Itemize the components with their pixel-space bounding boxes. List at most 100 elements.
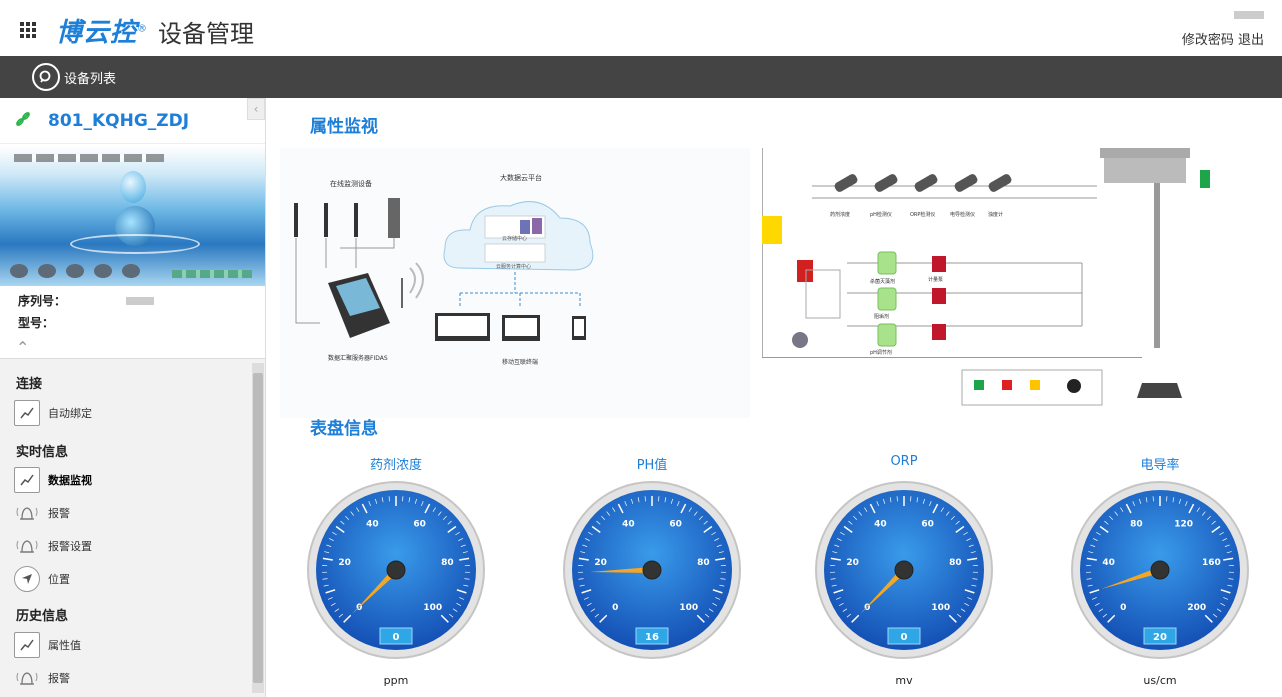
gauge-tick-label: 100 [423,603,442,613]
gauge-tick [832,551,838,554]
gauge-tick [596,520,601,525]
gauge-tick [601,515,606,520]
gauge-tick [414,498,417,504]
gauge-tick [606,511,610,516]
gauge-tick [1172,497,1175,503]
change-password-link[interactable]: 修改密码 [1181,33,1234,48]
collapse-sidebar-button[interactable]: ‹ [247,98,265,120]
gauge-tick [1219,532,1224,536]
mobile-terminals [435,313,586,341]
gauge-tick [442,515,447,520]
gauge-tick [375,498,378,504]
gauge-tick [694,511,698,516]
model-label: 型号： [18,316,55,330]
gauge-tick [838,602,844,606]
arch-online-label: 在线监测设备 [330,179,372,188]
gauge-tick [940,507,944,512]
gauge-tick [582,544,588,547]
gauge-tick [1099,525,1109,533]
menu-item-history-alarm[interactable]: 报警 [14,664,70,692]
menu-item-data-monitor[interactable]: 数据监视 [14,466,92,494]
gauge-tick [1092,538,1098,541]
trend-icon [14,400,40,426]
logout-link[interactable]: 退出 [1237,33,1264,48]
gauge-tick [332,532,337,536]
gauge-tick [932,503,939,514]
gauge-tick [345,515,350,520]
gauge-tick [1212,613,1218,618]
gauge-tick [846,613,852,618]
gauge-tick [972,578,978,580]
gauge-tick [1094,602,1100,606]
gauge-tick [408,497,411,503]
link-icon [14,110,32,133]
gauge-tick [350,511,354,516]
gauge-title: 药剂浓度 [369,458,422,473]
gauge-tick-label: 160 [1202,558,1221,568]
user-avatar [1234,11,1264,19]
menu-section-realtime: 实时信息 [16,445,69,460]
process-diagram: 药剂浓度 pH检测仪 ORP检测仪 电导检测仪 浊度计 杀菌灭藻剂 阻垢剂 pH… [752,148,1282,408]
gauge-tick [328,538,334,541]
gauge-tick [586,602,592,606]
gauge-tick [1120,507,1124,512]
gauge-tick [456,589,467,594]
gauge-unit: ppm [383,674,409,687]
gauge-tick [719,584,725,587]
gauge-tick-label: 80 [949,558,962,568]
gauge-tick [456,602,462,606]
gauge-tick [712,602,718,606]
location-icon [14,566,40,592]
gauge-tick [946,511,950,516]
gauge-tick [330,602,336,606]
menu-scrollbar[interactable] [252,363,264,693]
device-header: 801_KQHG_ZDJ ‹ [0,98,265,144]
gauge-tick [916,497,919,503]
gauge-tick [971,584,977,587]
menu-item-property-values[interactable]: 属性值 [14,631,81,659]
gauge-tick [851,614,860,623]
gauge-tick [463,584,469,587]
gauge-tick [1188,503,1195,514]
gauge-tick [326,544,332,547]
gauge-needle [1101,567,1161,590]
menu-item-location[interactable]: 位置 [14,565,70,593]
apps-grid-icon[interactable] [20,22,36,38]
tower [1100,148,1190,398]
antenna-icon [401,262,424,308]
gauge-tick [883,498,886,504]
gauge-tick-label: 100 [679,603,698,613]
menu-item-auto-bind[interactable]: 自动绑定 [14,399,92,427]
gauge-tick [340,520,345,525]
gauge-tick [579,584,585,587]
main-content: 属性监视 在线监测设备 数据汇聚服务器FIDAS 大数据云平台 [272,98,1282,697]
gauge-tick [1185,501,1188,506]
menu-item-alarm[interactable]: 报警 [14,499,70,527]
gauge-tick [1211,525,1221,533]
arch-server-label: 数据汇聚服务器FIDAS [328,354,388,362]
gauge-tick [1220,589,1231,594]
gauge-tick [1096,532,1101,536]
bell-icon [14,500,40,526]
chevron-up-icon[interactable]: ⌃ [16,338,30,357]
device-info: 序列号： 型号： [18,292,155,336]
device-list-button[interactable]: 设备列表 [32,63,116,91]
serial-label: 序列号： [18,294,67,308]
gauge-tick [464,578,470,580]
gauge-tick [840,532,845,536]
inlet-block [762,216,782,244]
bell-icon [14,533,40,559]
gauge-tick [1145,497,1148,503]
arch-mobile-label: 移动互联终端 [502,358,538,366]
gauge-tick [631,498,634,504]
gauge-tick [583,597,589,600]
gauge-tick [1228,578,1234,580]
gauge-tick [960,608,966,612]
menu-item-alarm-settings[interactable]: 报警设置 [14,532,92,560]
gauge-tick [955,525,965,533]
gauge-tick-label: 60 [921,520,934,530]
gauge-tick [704,613,710,618]
gauge-tick [1091,597,1097,600]
gauge-tick-label: 40 [366,520,379,530]
